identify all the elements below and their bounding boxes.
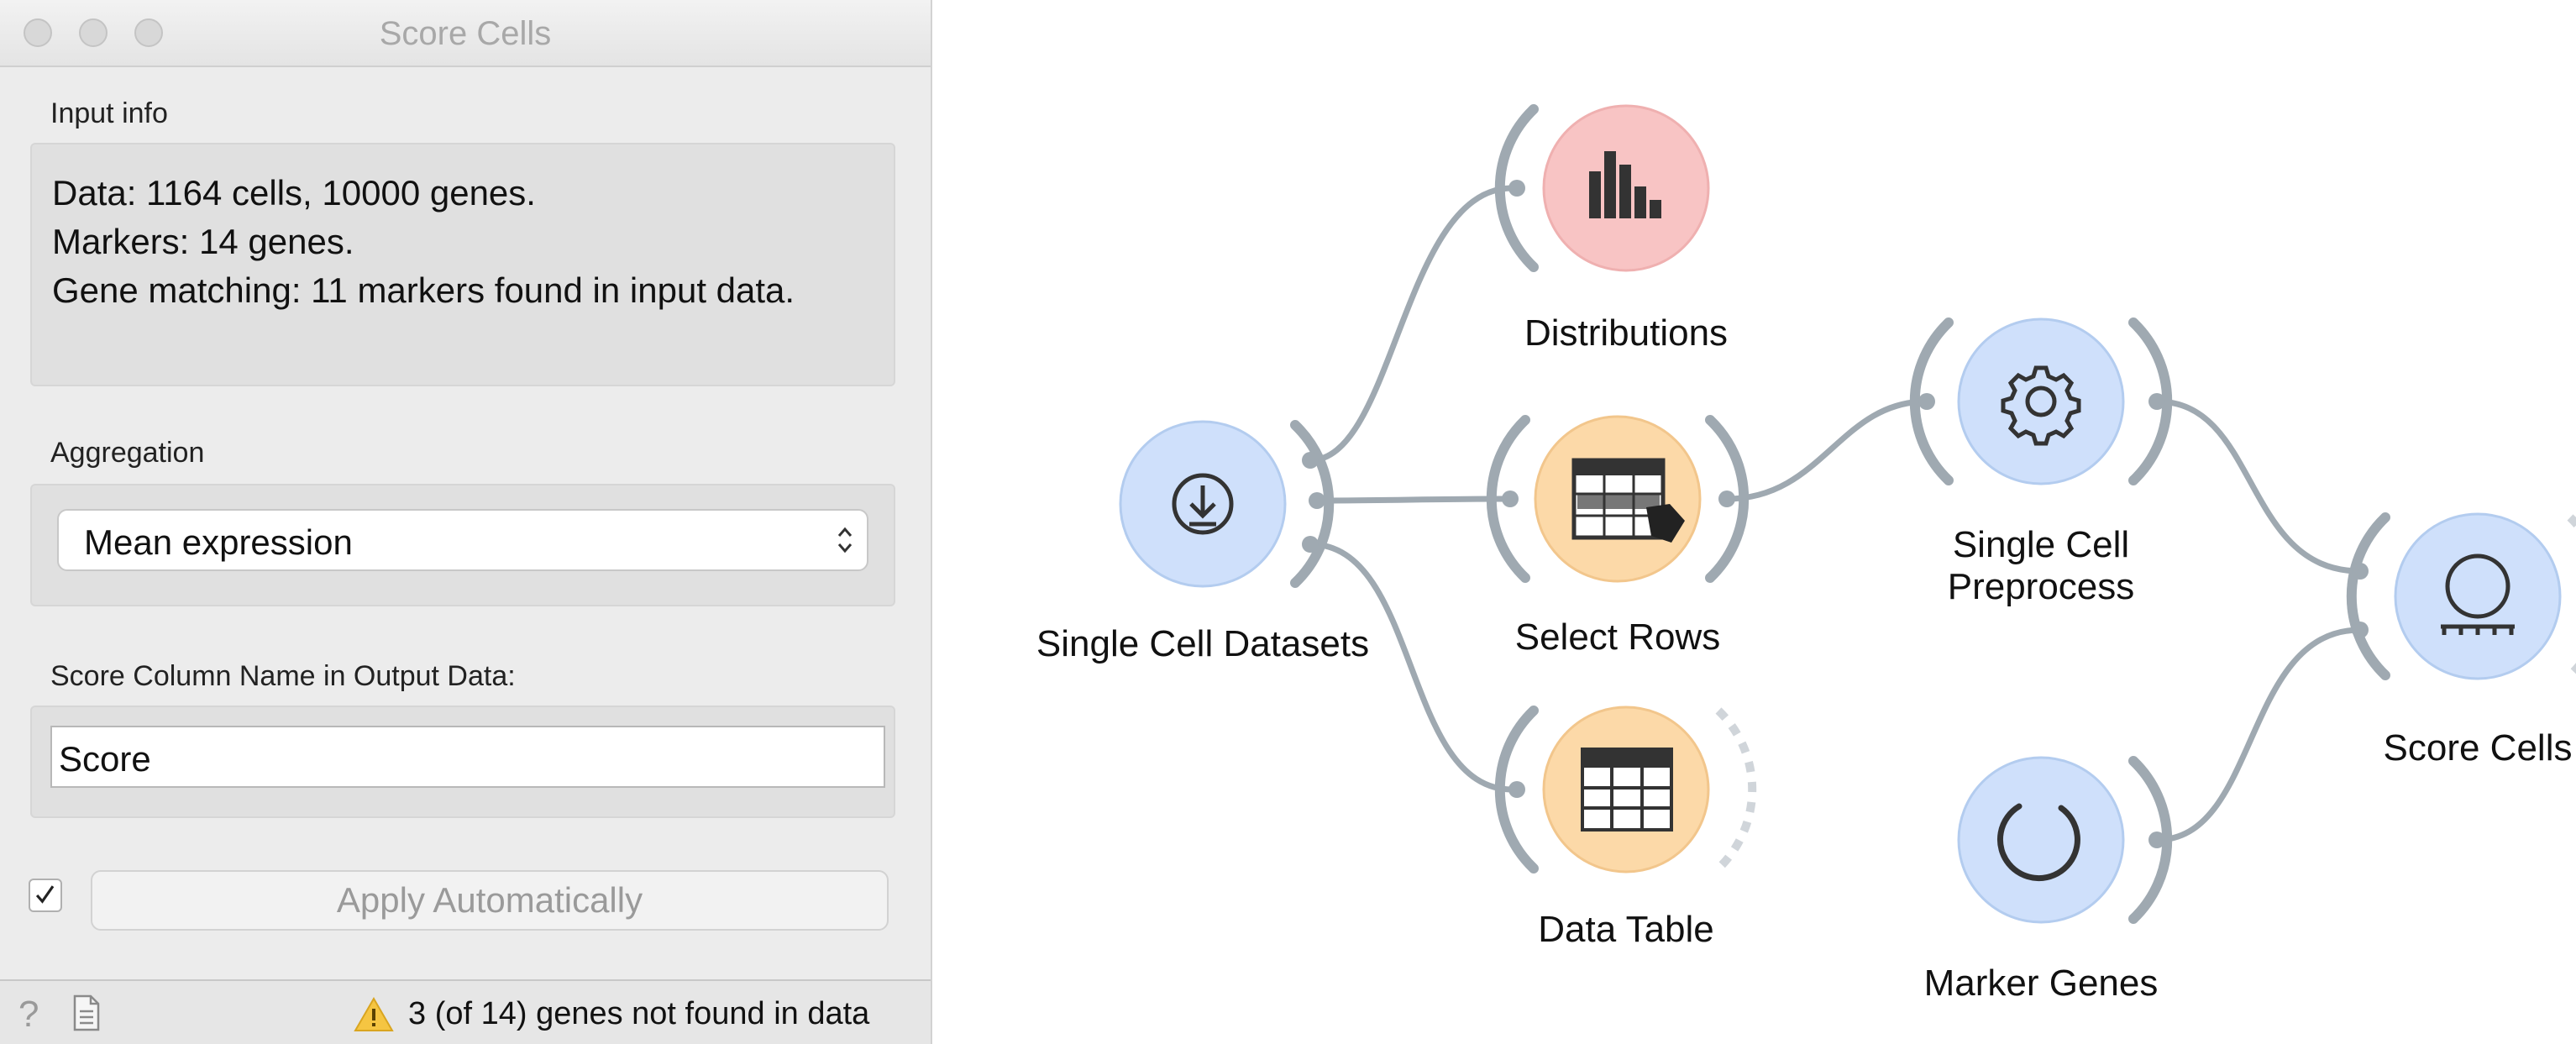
info-line-data: Data: 1164 cells, 10000 genes. — [52, 173, 536, 212]
node-label-select-rows: Select Rows — [1514, 616, 1721, 658]
aggregation-select[interactable]: Mean expression — [57, 509, 868, 571]
link-select-rows-preprocess[interactable] — [1726, 398, 1928, 502]
minimize-window-button[interactable] — [79, 18, 108, 47]
checkmark-icon — [35, 885, 55, 904]
node-marker-genes[interactable] — [1957, 756, 2173, 924]
node-label-single-cell-preprocess: Single Cell Preprocess — [1947, 524, 2135, 607]
score-column-name-value: Score — [59, 739, 151, 779]
window-title: Score Cells — [379, 15, 552, 52]
node-distributions[interactable] — [1494, 104, 1710, 272]
info-line-markers: Markers: 14 genes. — [52, 222, 354, 261]
apply-automatically-checkbox[interactable] — [29, 879, 62, 912]
aggregation-selected-value: Mean expression — [84, 522, 353, 562]
node-select-rows[interactable] — [1486, 415, 1750, 583]
bar-chart-icon — [1589, 151, 1661, 218]
workflow-canvas[interactable]: Single Cell Datasets Distributions Selec… — [932, 0, 2576, 1044]
table-icon — [1581, 748, 1673, 832]
link-datasets-select-rows[interactable] — [1316, 496, 1511, 504]
title-bar[interactable]: Score Cells — [0, 0, 931, 67]
link-datasets-distributions[interactable] — [1309, 185, 1513, 464]
workflow-links — [1309, 185, 2361, 843]
aggregation-label: Aggregation — [50, 437, 205, 469]
score-column-label: Score Column Name in Output Data: — [50, 660, 516, 692]
node-data-table[interactable] — [1494, 706, 1757, 873]
select-rows-icon — [1571, 458, 1685, 543]
score-cells-window: Score Cells Input info Data: 1164 cells,… — [0, 0, 932, 1044]
info-line-gene-matching: Gene matching: 11 markers found in input… — [52, 270, 795, 310]
gear-icon — [2001, 365, 2081, 446]
node-single-cell-datasets[interactable] — [1119, 420, 1335, 588]
link-marker-genes-score-cells[interactable] — [2156, 627, 2361, 843]
node-score-cells[interactable] — [2346, 512, 2576, 680]
close-window-button[interactable] — [24, 18, 52, 47]
node-label-distributions: Distributions — [1524, 312, 1729, 354]
link-datasets-data-table[interactable] — [1309, 541, 1513, 793]
status-warning-text: 3 (of 14) genes not found in data — [408, 996, 870, 1031]
status-bar: ? 3 (of 14) genes not found in data — [0, 979, 931, 1044]
apply-automatically-button[interactable]: Apply Automatically — [91, 870, 889, 931]
report-document-icon[interactable] — [72, 994, 101, 1031]
help-icon[interactable]: ? — [15, 993, 44, 1033]
svg-text:?: ? — [18, 994, 39, 1033]
marker-genes-icon — [1997, 803, 2080, 882]
up-down-arrows-icon — [837, 527, 853, 553]
input-info-label: Input info — [50, 97, 168, 129]
node-label-score-cells: Score Cells — [2383, 727, 2573, 769]
node-label-marker-genes: Marker Genes — [1923, 963, 2159, 1004]
node-single-cell-preprocess[interactable] — [1909, 317, 2173, 485]
input-info-box: Data: 1164 cells, 10000 genes. Markers: … — [30, 143, 895, 386]
score-column-name-input[interactable]: Score — [50, 726, 885, 788]
warning-icon — [354, 997, 394, 1031]
download-icon — [1172, 473, 1234, 535]
link-preprocess-score-cells[interactable] — [2156, 398, 2361, 574]
node-label-data-table: Data Table — [1538, 909, 1714, 950]
score-cells-icon — [2441, 553, 2515, 635]
zoom-window-button[interactable] — [134, 18, 163, 47]
node-label-single-cell-datasets: Single Cell Datasets — [1036, 623, 1370, 664]
